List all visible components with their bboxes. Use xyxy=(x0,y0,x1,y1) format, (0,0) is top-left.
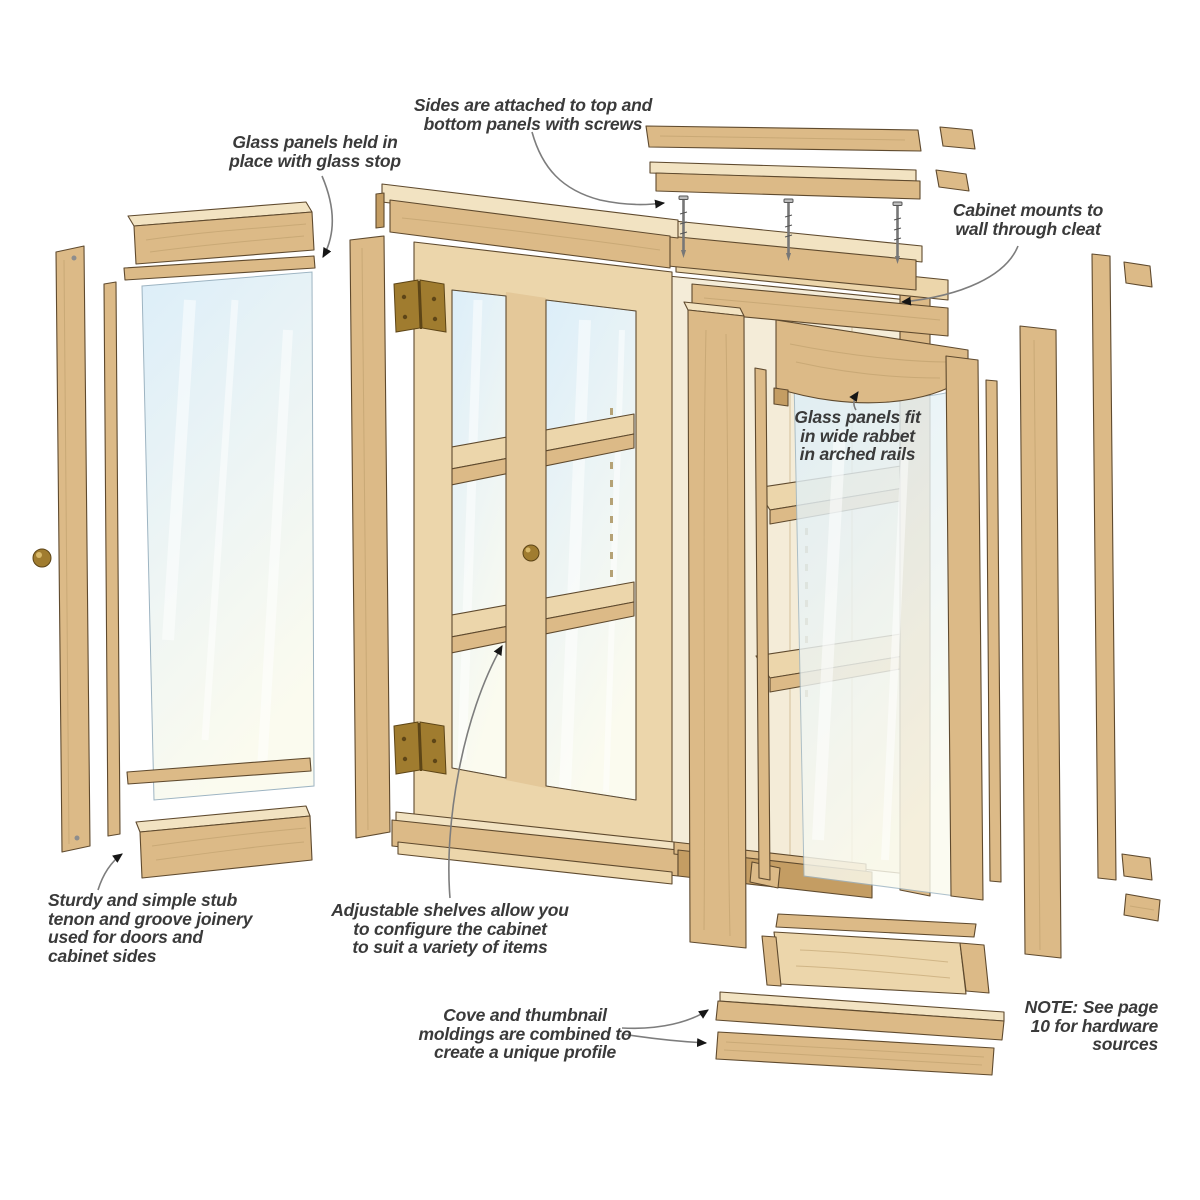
annotation-arched-rails: Glass panels fit in wide rabbet in arche… xyxy=(794,407,921,464)
far-right-parts xyxy=(985,253,1161,959)
door-center-stile xyxy=(506,292,546,788)
leader-shelves xyxy=(448,645,503,899)
leader-screws xyxy=(531,131,666,209)
bottom-panel-end xyxy=(761,935,782,987)
screw xyxy=(783,198,794,261)
crown-molding-front xyxy=(375,183,679,269)
annotation-note: NOTE: See page 10 for hardware sources xyxy=(1024,997,1159,1054)
annotation-glass-stop: Glass panels held in place with glass st… xyxy=(229,132,401,171)
glass-stop-strip xyxy=(123,255,316,281)
leader-moldings-thumbnail xyxy=(621,1033,708,1048)
thumbnail-molding xyxy=(715,1031,995,1076)
side-stile xyxy=(945,355,984,901)
hinge-top xyxy=(393,279,447,333)
leader-lines xyxy=(97,131,1019,1048)
right-side-parts xyxy=(683,301,984,949)
side-stile xyxy=(1019,325,1062,959)
leader-cleat xyxy=(900,245,1019,306)
door-knob-exploded xyxy=(32,548,52,568)
molding-return-block xyxy=(1121,853,1153,881)
top-molding-strips xyxy=(645,125,976,200)
glass-stop-strip xyxy=(126,757,312,785)
door-knob xyxy=(522,544,540,562)
mounting-screws xyxy=(678,195,903,264)
leader-moldings-cove xyxy=(621,1009,709,1030)
annotation-moldings: Cove and thumbnail moldings are combined… xyxy=(418,1005,632,1062)
screw xyxy=(892,201,903,264)
annotation-stub-tenon: Sturdy and simple stub tenon and groove … xyxy=(48,890,253,966)
door-stile-left xyxy=(55,245,91,853)
side-stile-narrow xyxy=(1091,253,1117,881)
glass-stop-strip xyxy=(775,913,977,938)
hinge-bottom xyxy=(393,721,447,775)
door-stile-right xyxy=(349,235,391,839)
bottom-parts xyxy=(715,913,1005,1076)
annotation-screws: Sides are attached to top and bottom pan… xyxy=(413,95,653,134)
bottom-panel xyxy=(773,931,967,995)
left-door-parts xyxy=(32,201,391,879)
glass-stop-strip xyxy=(985,379,1002,883)
annotation-cleat: Cabinet mounts to wall through cleat xyxy=(952,200,1104,239)
leader-glass-stop xyxy=(321,175,334,258)
leader-arched-rail xyxy=(849,391,859,411)
glass-stop-strip xyxy=(754,367,771,881)
crown-cap-end xyxy=(939,126,976,150)
leader-stub-tenon xyxy=(97,853,123,891)
crown-molding-end xyxy=(935,169,970,192)
annotation-adjustable-shelves: Adjustable shelves allow you to configur… xyxy=(331,900,569,957)
molding-return-block xyxy=(1123,261,1153,288)
bottom-panel-end xyxy=(959,942,990,994)
glass-stop-strip xyxy=(103,281,121,837)
screw xyxy=(678,195,689,258)
